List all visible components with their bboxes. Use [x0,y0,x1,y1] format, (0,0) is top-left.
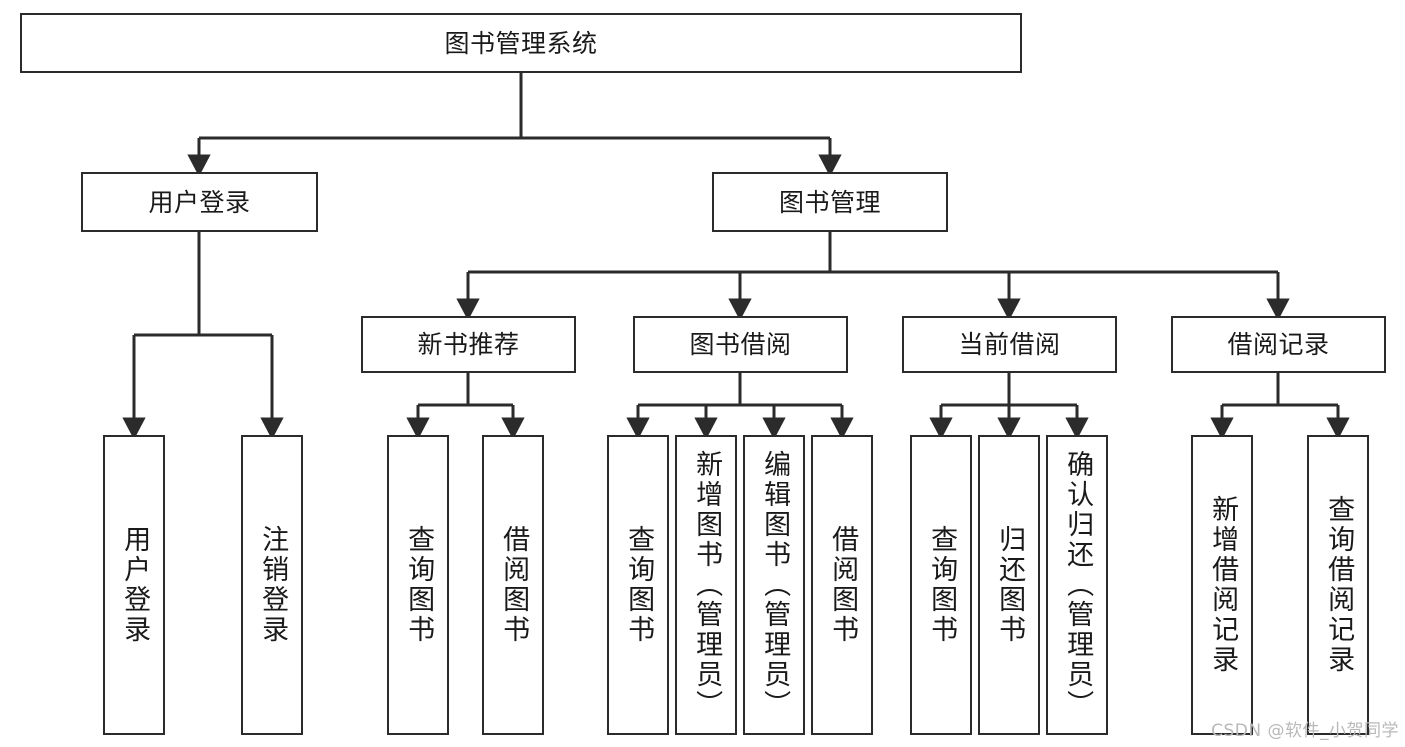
node-leaf-label: 查询借阅记录 [1323,495,1355,675]
node-leaf-book-borrow-add[interactable]: 新增图书（管理员） [675,435,737,735]
node-leaf-label: 借阅图书 [498,525,530,645]
node-leaf-label: 新增借阅记录 [1207,495,1239,675]
watermark: CSDN @软件_小贺同学 [1211,721,1399,741]
node-leaf-user-login-logout[interactable]: 注销登录 [241,435,303,735]
node-leaf-label: 查询图书 [623,525,655,645]
node-leaf-label: 编辑图书（管理员） [759,450,791,720]
node-leaf-book-borrow-query[interactable]: 查询图书 [607,435,669,735]
node-leaf-current-borrow-confirm[interactable]: 确认归还（管理员） [1046,435,1108,735]
node-leaf-label: 新增图书（管理员） [691,450,723,720]
node-leaf-borrow-record-query[interactable]: 查询借阅记录 [1307,435,1369,735]
node-new-book-recommend-label: 新书推荐 [417,330,520,359]
node-borrow-record-label: 借阅记录 [1227,330,1330,359]
node-leaf-user-login-login[interactable]: 用户登录 [103,435,165,735]
node-leaf-label: 查询图书 [403,525,435,645]
node-user-login[interactable]: 用户登录 [81,172,318,232]
node-book-borrow-label: 图书借阅 [689,330,792,359]
node-new-book-recommend[interactable]: 新书推荐 [361,316,576,373]
node-leaf-label: 归还图书 [994,525,1026,645]
node-user-login-label: 用户登录 [148,187,251,217]
node-leaf-label: 查询图书 [926,525,958,645]
node-root-label: 图书管理系统 [444,28,598,58]
node-leaf-label: 借阅图书 [827,525,859,645]
node-leaf-book-borrow-borrow[interactable]: 借阅图书 [811,435,873,735]
node-leaf-current-borrow-return[interactable]: 归还图书 [978,435,1040,735]
node-leaf-label: 用户登录 [119,525,151,645]
node-book-management[interactable]: 图书管理 [712,172,948,232]
node-leaf-current-borrow-query[interactable]: 查询图书 [910,435,972,735]
node-root[interactable]: 图书管理系统 [20,13,1022,73]
node-leaf-label: 确认归还（管理员） [1062,450,1094,720]
node-current-borrow-label: 当前借阅 [958,330,1061,359]
node-borrow-record[interactable]: 借阅记录 [1171,316,1386,373]
node-leaf-label: 注销登录 [257,525,289,645]
node-leaf-borrow-record-add[interactable]: 新增借阅记录 [1191,435,1253,735]
node-leaf-new-book-borrow[interactable]: 借阅图书 [482,435,544,735]
node-book-borrow[interactable]: 图书借阅 [633,316,848,373]
node-leaf-new-book-query[interactable]: 查询图书 [387,435,449,735]
node-current-borrow[interactable]: 当前借阅 [902,316,1117,373]
node-book-management-label: 图书管理 [778,187,881,217]
node-leaf-book-borrow-edit[interactable]: 编辑图书（管理员） [743,435,805,735]
